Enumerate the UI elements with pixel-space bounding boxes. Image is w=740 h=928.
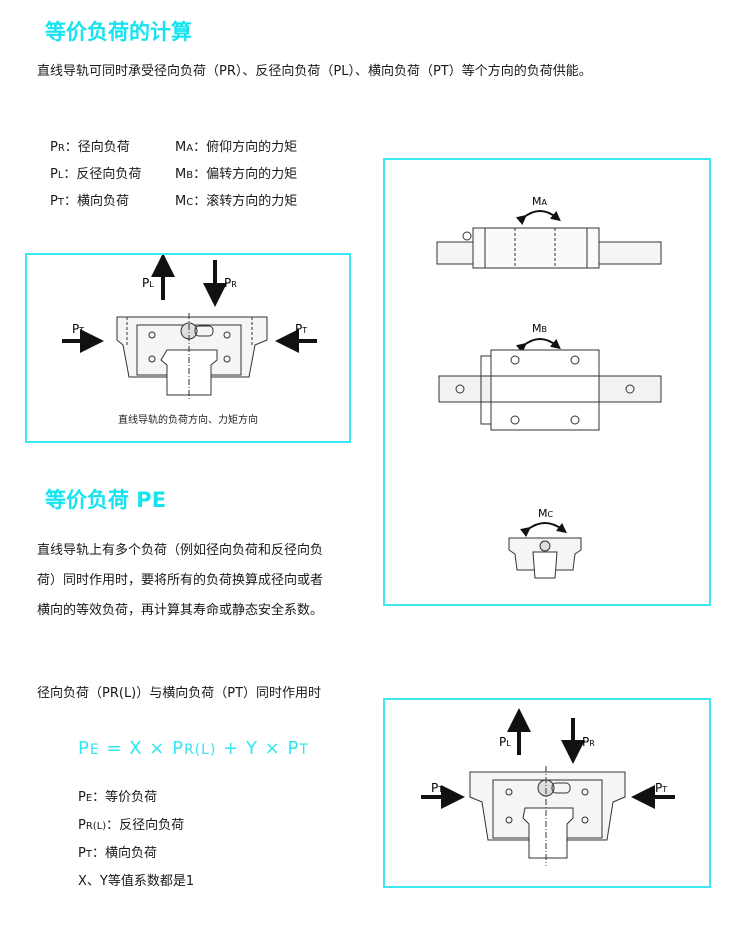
svg-text:MB: MB: [532, 322, 547, 335]
moment-arrow-ma: [515, 210, 561, 226]
equivalent-load-formula: PE = X × PR(L) + Y × PT: [78, 738, 309, 759]
legend-item: MC：滚转方向的力矩: [175, 194, 298, 209]
svg-text:PL: PL: [499, 735, 511, 749]
legend-item: MA：俯仰方向的力矩: [175, 140, 298, 155]
svg-text:MA: MA: [532, 195, 548, 208]
coefficient-note: X、Y等值系数都是1: [78, 874, 195, 889]
load-direction-diagram-2: PL PR PT PT: [383, 698, 711, 888]
moment-arrow-mb: [515, 338, 561, 354]
definition-item: PR(L)：反径向负荷: [78, 818, 185, 833]
legend-right: MA：俯仰方向的力矩 MB：偏转方向的力矩 MC：滚转方向的力矩: [175, 135, 297, 216]
definitions-list: PE：等价负荷 PR(L)：反径向负荷 PT：横向负荷 X、Y等值系数都是1: [78, 784, 194, 895]
moment-drawings: MA MB MC: [436, 195, 662, 579]
side-view-block: [436, 227, 662, 269]
guide-block-drawing-2: PL PR PT PT: [421, 708, 675, 866]
diagram-caption: 直线导轨的负荷方向、力矩方向: [118, 415, 258, 426]
svg-text:PL: PL: [142, 276, 154, 290]
moment-direction-diagram: MA MB MC: [383, 158, 711, 606]
section2-title: 等价负荷 PE: [45, 488, 167, 512]
legend-left: PR：径向负荷 PL：反径向负荷 PT：横向负荷: [50, 135, 141, 216]
condition-text: 径向负荷（PR(L)）与横向负荷（PT）同时作用时: [37, 686, 322, 701]
svg-text:PT: PT: [655, 781, 667, 795]
legend-item: PR：径向负荷: [50, 140, 130, 155]
front-view-block: [508, 537, 582, 579]
legend-item: PT：横向负荷: [50, 194, 129, 209]
svg-text:PT: PT: [72, 322, 84, 336]
definition-item: PE：等价负荷: [78, 790, 158, 805]
definition-item: PT：横向负荷: [78, 846, 157, 861]
svg-text:PR: PR: [224, 276, 237, 290]
top-view-block: [438, 349, 662, 431]
intro-text: 直线导轨可同时承受径向负荷（PR）、反径向负荷（PL）、横向负荷（PT）等个方向…: [37, 64, 592, 79]
load-direction-diagram: PL PR PT PT 直线导轨的负荷方向、力矩方向: [25, 253, 351, 443]
svg-text:PR: PR: [582, 735, 595, 749]
legend-item: MB：偏转方向的力矩: [175, 167, 298, 182]
explanation-paragraph: 直线导轨上有多个负荷（例如径向负荷和反径向负 荷）同时作用时，要将所有的负荷换算…: [37, 543, 324, 618]
svg-text:PT: PT: [431, 781, 443, 795]
legend-item: PL：反径向负荷: [50, 167, 142, 182]
section-title: 等价负荷的计算: [45, 20, 192, 44]
svg-text:PT: PT: [295, 322, 307, 336]
guide-block-drawing: PL PR PT PT: [62, 253, 317, 401]
moment-arrow-mc: [519, 522, 567, 538]
svg-text:MC: MC: [538, 507, 554, 520]
